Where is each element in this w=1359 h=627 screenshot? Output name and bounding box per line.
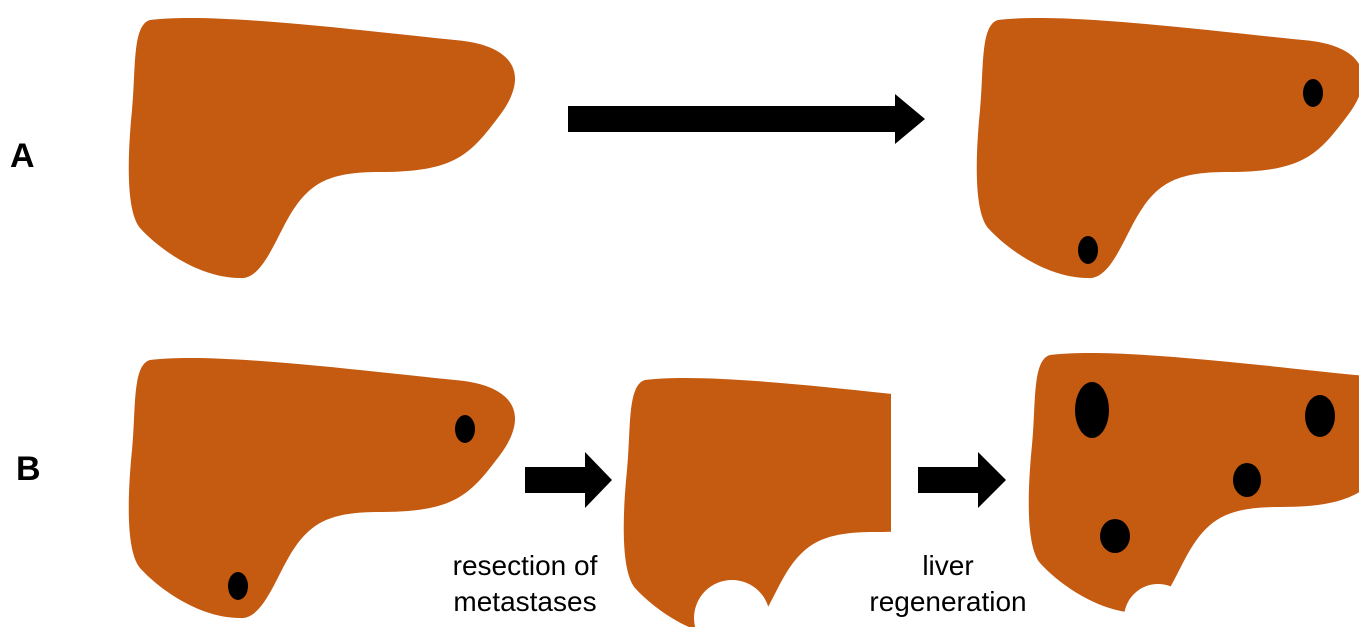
lesion-b3-1 — [1075, 382, 1109, 438]
arrow-b-1 — [525, 452, 612, 508]
step-label-resection-2: metastases — [453, 586, 596, 617]
lesion-a-1 — [1303, 79, 1323, 107]
lesion-a-2 — [1078, 236, 1098, 264]
lesion-b3-3 — [1233, 463, 1261, 497]
row-a-label: A — [10, 137, 35, 175]
step-label-resection-1: resection of — [453, 550, 598, 581]
liver-a-healthy — [129, 18, 515, 278]
lesion-b3-2 — [1305, 395, 1335, 437]
liver-a-metastases — [977, 18, 1359, 278]
arrow-b-2 — [918, 452, 1006, 508]
arrow-a — [568, 94, 925, 144]
lesion-b-1 — [455, 415, 475, 443]
lesion-b-2 — [228, 572, 248, 600]
step-label-regeneration-1: liver — [922, 550, 973, 581]
lesion-b3-4 — [1100, 519, 1130, 553]
step-label-regeneration-2: regeneration — [869, 586, 1026, 617]
row-b-label: B — [16, 450, 41, 488]
